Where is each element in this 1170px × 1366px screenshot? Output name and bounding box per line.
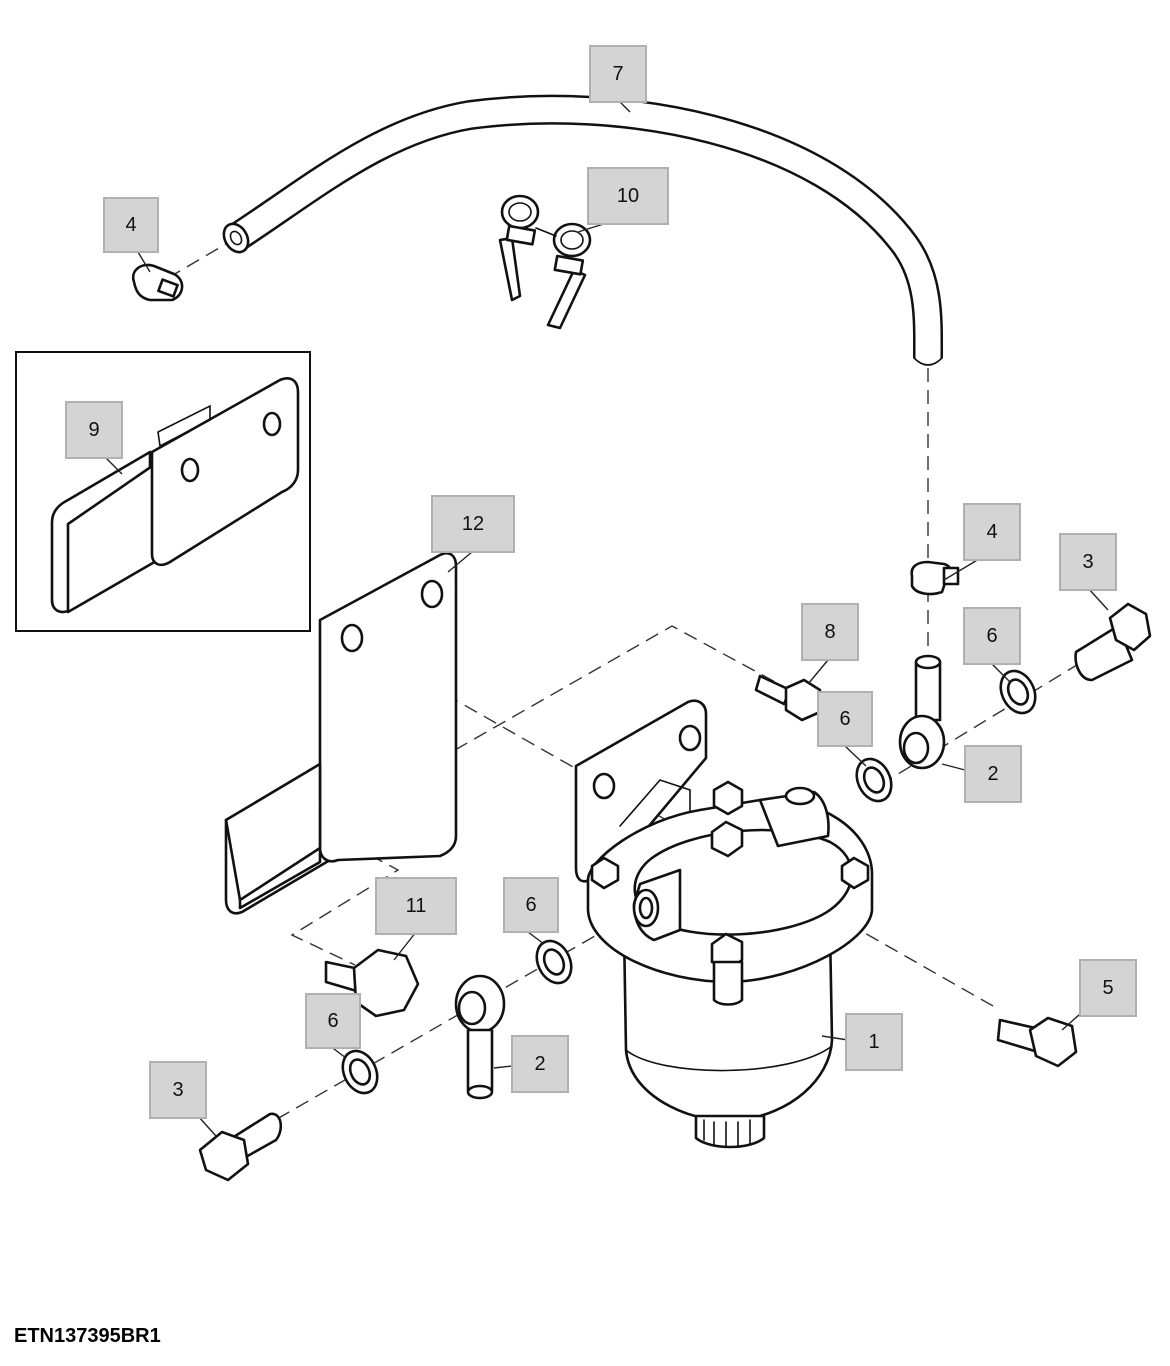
fuel-filter-assembly-part <box>574 699 874 1149</box>
callout-6a[interactable]: 6 <box>963 607 1021 665</box>
callout-6c[interactable]: 6 <box>503 877 559 933</box>
callout-6b-label: 6 <box>839 708 850 730</box>
figure-code: ETN137395BR1 <box>14 1325 161 1347</box>
callout-3b-label: 3 <box>172 1079 183 1101</box>
callout-4a[interactable]: 4 <box>103 197 159 253</box>
callout-6d-label: 6 <box>327 1010 338 1032</box>
callout-2b[interactable]: 2 <box>511 1035 569 1093</box>
callout-8[interactable]: 8 <box>801 603 859 661</box>
callout-3a-label: 3 <box>1082 551 1093 573</box>
callout-6a-label: 6 <box>986 625 997 647</box>
callout-6d[interactable]: 6 <box>305 993 361 1049</box>
callout-6c-label: 6 <box>525 894 536 916</box>
callout-10[interactable]: 10 <box>587 167 669 225</box>
callout-1[interactable]: 1 <box>845 1013 903 1071</box>
callout-7[interactable]: 7 <box>589 45 647 103</box>
callout-6b[interactable]: 6 <box>817 691 873 747</box>
callout-12[interactable]: 12 <box>431 495 515 553</box>
callout-5-label: 5 <box>1102 977 1113 999</box>
callout-2a[interactable]: 2 <box>964 745 1022 803</box>
callout-4b[interactable]: 4 <box>963 503 1021 561</box>
inset-frame <box>15 351 311 632</box>
callout-8-label: 8 <box>824 621 835 643</box>
callout-9-label: 9 <box>88 419 99 441</box>
callout-10-label: 10 <box>617 185 639 207</box>
callout-1-label: 1 <box>868 1031 879 1053</box>
band-clamp-part <box>498 194 592 330</box>
cap-screw-part <box>324 674 1078 1068</box>
mounting-bracket-part <box>224 551 458 915</box>
callout-11[interactable]: 11 <box>375 877 457 935</box>
callout-11-label: 11 <box>406 895 427 917</box>
callout-2a-label: 2 <box>987 763 998 785</box>
callout-9[interactable]: 9 <box>65 401 123 459</box>
head-bolts <box>590 780 870 1006</box>
callout-5[interactable]: 5 <box>1079 959 1137 1017</box>
fuel-hose-part <box>222 94 944 366</box>
banjo-fitting-part <box>454 654 946 1100</box>
callout-2b-label: 2 <box>534 1053 545 1075</box>
banjo-bolt-part <box>198 602 1152 1182</box>
callout-4a-label: 4 <box>125 214 136 236</box>
callout-12-label: 12 <box>462 513 484 535</box>
callout-4b-label: 4 <box>986 521 997 543</box>
callout-3b[interactable]: 3 <box>149 1061 207 1119</box>
callout-7-label: 7 <box>612 63 623 85</box>
assembly-lines <box>167 237 1086 1131</box>
callout-3a[interactable]: 3 <box>1059 533 1117 591</box>
hose-clamp-part <box>131 263 960 596</box>
